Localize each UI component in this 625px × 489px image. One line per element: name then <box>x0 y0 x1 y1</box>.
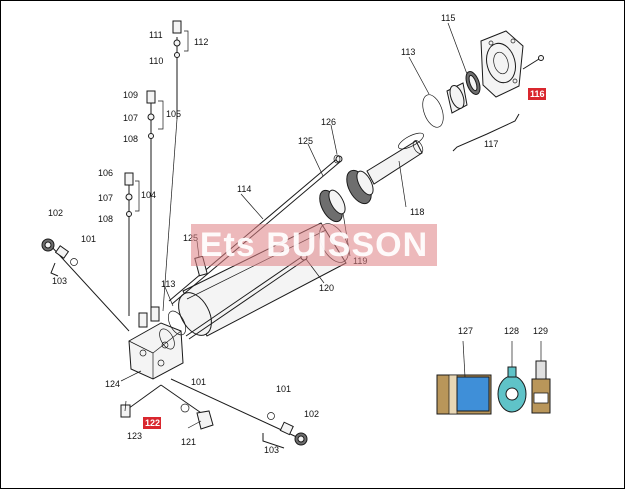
callout-108-top: 108 <box>123 134 138 144</box>
callout-128: 128 <box>504 326 519 336</box>
callout-103-right: 103 <box>264 445 279 455</box>
bracket-117 <box>452 113 520 152</box>
legend-129 <box>531 341 551 414</box>
legend-127 <box>436 340 492 415</box>
highlight-122-bg <box>143 417 161 429</box>
callout-105: 105 <box>166 109 181 119</box>
callout-101-bottom: 101 <box>191 377 206 387</box>
valve-body <box>128 306 184 380</box>
callout-129: 129 <box>533 326 548 336</box>
callout-102-right: 102 <box>304 409 319 419</box>
callout-103-left: 103 <box>52 276 67 286</box>
left-connector <box>41 238 130 332</box>
callout-125-left: 125 <box>183 233 198 243</box>
callout-107-top: 107 <box>123 113 138 123</box>
callout-106: 106 <box>98 168 113 178</box>
callout-113-top: 113 <box>401 47 415 57</box>
callout-102-left: 102 <box>48 208 63 218</box>
callout-117: 117 <box>484 139 498 149</box>
o-ring-left <box>167 310 187 336</box>
callout-104: 104 <box>141 190 156 200</box>
o-ring-top <box>422 94 444 128</box>
callout-127: 127 <box>458 326 473 336</box>
callout-114: 114 <box>237 184 251 194</box>
callout-111: 111 <box>149 30 163 40</box>
callout-109: 109 <box>123 90 138 100</box>
callout-116: 116 <box>530 89 545 99</box>
callout-123: 123 <box>127 431 142 441</box>
callout-107-bottom: 107 <box>98 193 113 203</box>
callout-124: 124 <box>105 379 120 389</box>
callout-125-top: 125 <box>298 136 313 146</box>
bottom-fittings <box>120 384 214 430</box>
callout-101-right: 101 <box>276 384 291 394</box>
callout-122: 122 <box>145 418 160 428</box>
callout-labels: 111 110 112 109 107 108 105 106 107 108 … <box>48 13 548 455</box>
callout-112: 112 <box>194 37 208 47</box>
piston-rod <box>366 132 424 185</box>
callout-126: 126 <box>321 117 336 127</box>
piston-seals <box>319 154 374 223</box>
fitting-stack <box>124 20 182 316</box>
callout-120: 120 <box>319 283 334 293</box>
legend-128 <box>497 341 527 413</box>
end-cap-flange <box>480 30 544 98</box>
callout-108-bottom: 108 <box>98 214 113 224</box>
right-connector <box>170 378 308 449</box>
callout-115: 115 <box>441 13 455 23</box>
callout-121: 121 <box>181 437 196 447</box>
callout-101-left: 101 <box>81 234 96 244</box>
callout-113-left: 113 <box>161 279 175 289</box>
watermark-banner: Ets BUISSON <box>191 224 437 266</box>
highlight-116-bg <box>528 88 546 100</box>
rod-bushing <box>446 71 481 114</box>
callout-110: 110 <box>149 56 163 66</box>
callout-118: 118 <box>410 207 424 217</box>
callout-brackets <box>135 30 189 212</box>
